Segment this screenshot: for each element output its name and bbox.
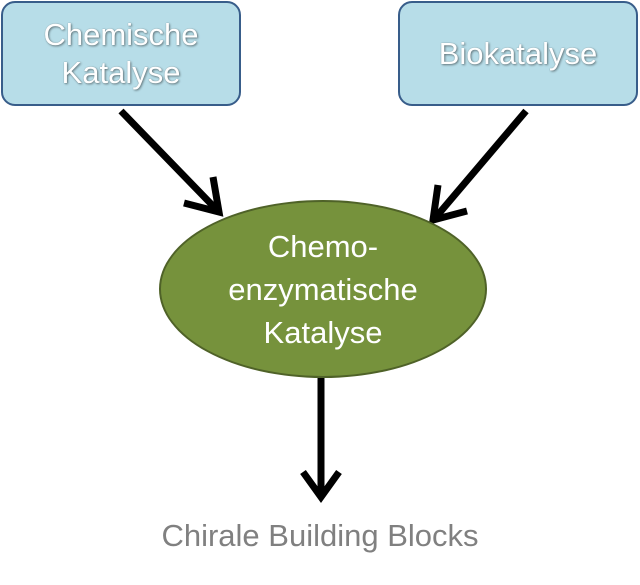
arrow-chem-to-chemoenzymatic: [118, 108, 224, 217]
node-chemical-catalysis-line-1: Chemische: [43, 16, 199, 52]
arrow-bio-to-chemoenzymatic: [428, 108, 529, 225]
node-biocatalysis: Biokatalyse: [398, 1, 638, 106]
result-chiral-building-blocks: Chirale Building Blocks: [161, 518, 479, 553]
node-chemical-catalysis: Chemische Katalyse: [1, 1, 241, 106]
node-biocatalysis-line-1: Biokatalyse: [438, 35, 598, 71]
node-chemoenzymatic-catalysis: Chemo- enzymatische Katalyse: [159, 200, 487, 378]
node-chemoenzymatic-line-3: Katalyse: [263, 314, 383, 350]
arrow-chemoenzymatic-to-result: [300, 378, 342, 503]
node-chemoenzymatic-line-1: Chemo-: [267, 228, 379, 264]
node-chemical-catalysis-line-2: Katalyse: [61, 54, 181, 90]
node-chemoenzymatic-line-2: enzymatische: [228, 271, 418, 307]
